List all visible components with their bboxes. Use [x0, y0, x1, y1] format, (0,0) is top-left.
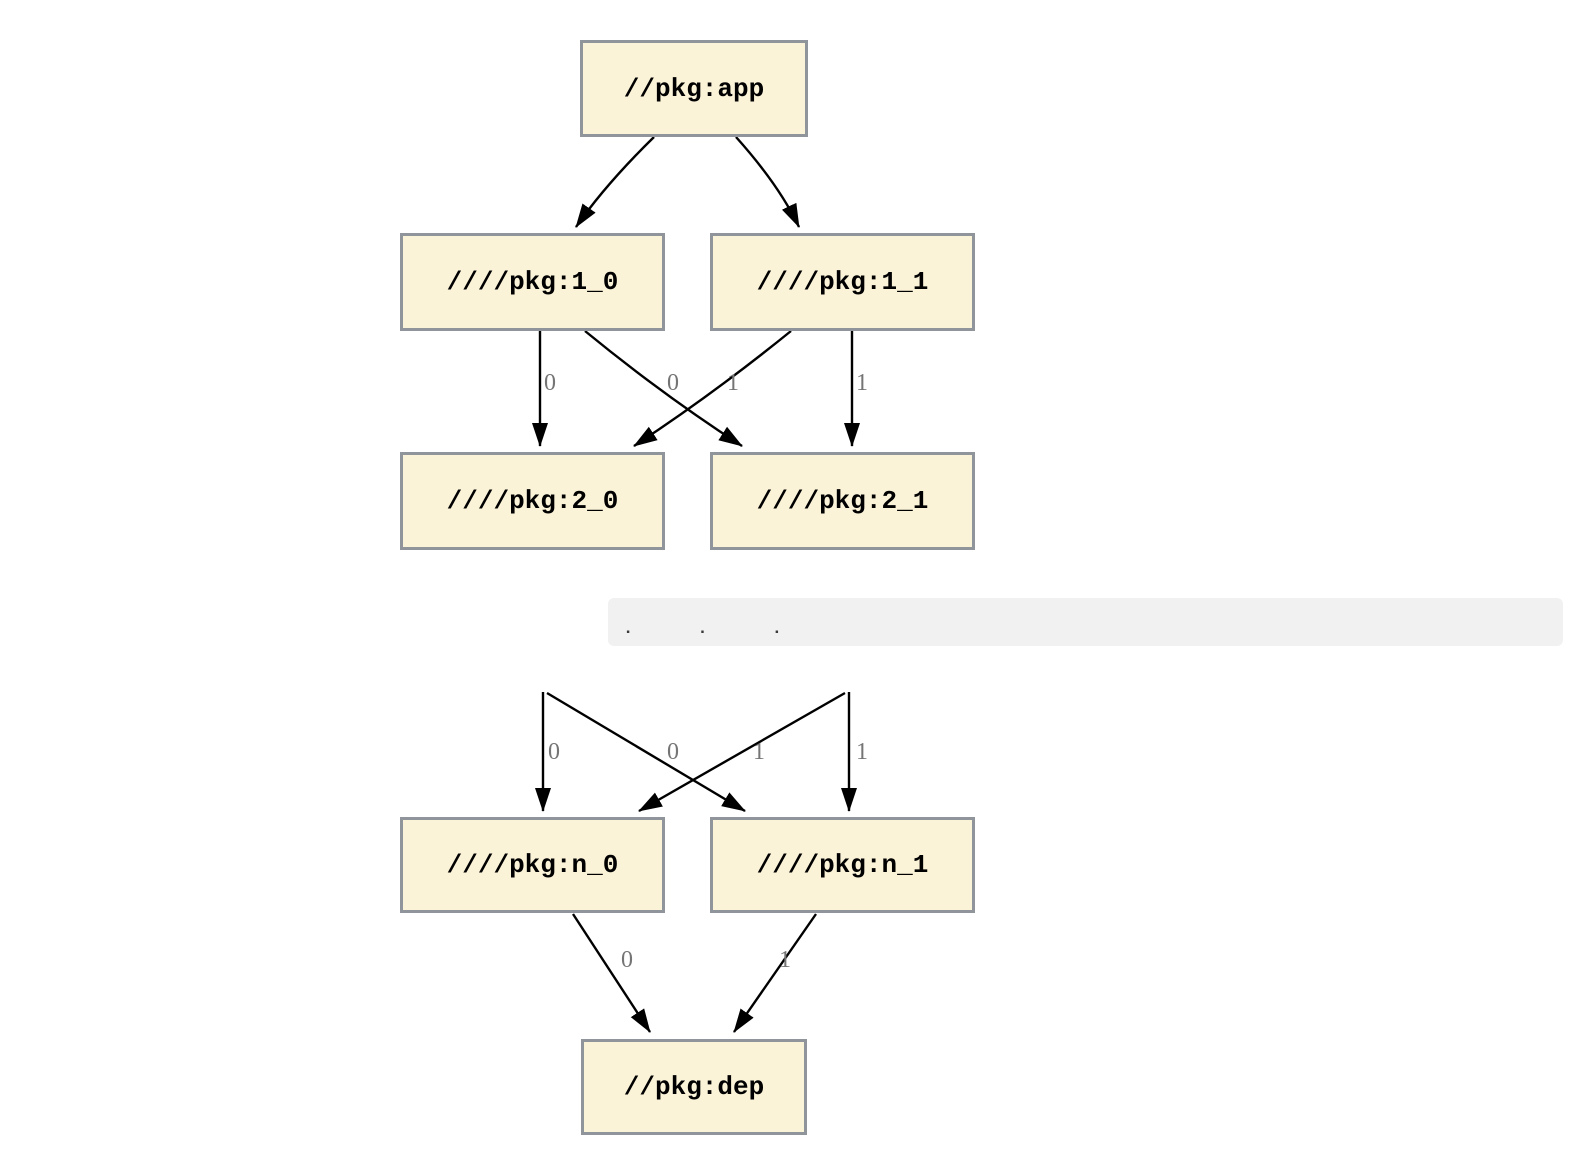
edge-app-to-pkg-1-1: [735, 136, 801, 228]
edge-label-n-0-to-dep: 0: [621, 947, 633, 973]
node-pkg-n-1: ////pkg:n_1: [710, 817, 975, 913]
edge-pkg-1-1-to-pkg-2-0: [633, 330, 792, 448]
node-pkg-2-0: ////pkg:2_0: [400, 452, 665, 550]
node-pkg-dep: //pkg:dep: [581, 1039, 807, 1135]
node-pkg-2-0-label: ////pkg:2_0: [446, 486, 619, 516]
edge-label-cut-to-n-1: 1: [856, 739, 868, 765]
node-pkg-2-1-label: ////pkg:2_1: [756, 486, 929, 516]
node-pkg-app: //pkg:app: [580, 40, 808, 137]
edge-label-1-1-to-2-0: 0: [667, 370, 679, 396]
node-pkg-1-0-label: ////pkg:1_0: [446, 267, 619, 297]
ellipsis-code-text: . . .: [623, 619, 810, 639]
edge-cut-cross-to-pkg-n-1: [546, 691, 746, 813]
node-pkg-1-1: ////pkg:1_1: [710, 233, 975, 331]
edge-label-1-0-to-2-1: 1: [727, 370, 739, 396]
node-pkg-n-0: ////pkg:n_0: [400, 817, 665, 913]
node-pkg-2-1: ////pkg:2_1: [710, 452, 975, 550]
edge-cut-cross-to-pkg-n-0: [638, 691, 846, 813]
edge-label-cross-to-n-0: 0: [667, 739, 679, 765]
edge-pkg-n-0-to-dep: [571, 913, 652, 1033]
edge-pkg-1-0-to-pkg-2-1: [584, 330, 743, 448]
edge-label-n-1-to-dep: 1: [779, 947, 791, 973]
node-pkg-n-1-label: ////pkg:n_1: [756, 850, 929, 880]
node-pkg-1-0: ////pkg:1_0: [400, 233, 665, 331]
edge-app-to-pkg-1-0: [575, 136, 655, 228]
edge-pkg-n-1-to-dep: [733, 913, 817, 1033]
node-pkg-1-1-label: ////pkg:1_1: [756, 267, 929, 297]
node-pkg-n-0-label: ////pkg:n_0: [446, 850, 619, 880]
node-pkg-dep-label: //pkg:dep: [623, 1072, 765, 1102]
edge-label-cross-to-n-1: 1: [753, 739, 765, 765]
edge-label-1-0-to-2-0: 0: [544, 370, 556, 396]
ellipsis-code-block: . . .: [608, 598, 1563, 646]
edge-label-1-1-to-2-1: 1: [856, 370, 868, 396]
edge-label-cut-to-n-0: 0: [548, 739, 560, 765]
node-pkg-app-label: //pkg:app: [623, 73, 765, 104]
